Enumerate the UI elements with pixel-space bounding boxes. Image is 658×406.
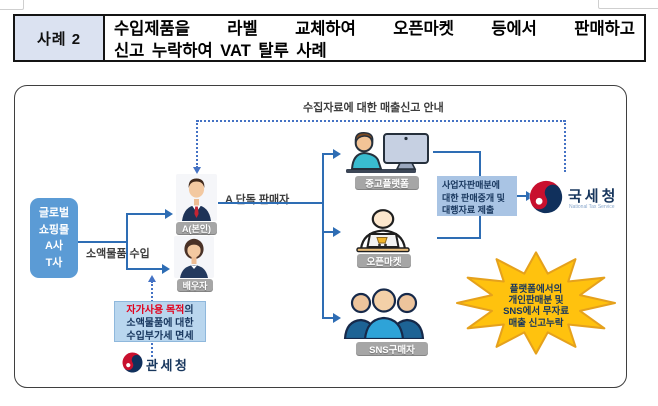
- flow-line: [322, 153, 324, 319]
- sns-buyers-icon: [341, 287, 427, 344]
- customs-logo-icon: [122, 352, 143, 378]
- platform-label: 오픈마켓: [357, 254, 411, 268]
- starburst-line: 플랫폼에서의: [509, 284, 563, 295]
- flow-arrowhead: [333, 313, 341, 323]
- exemption-highlight: 자가사용 목적: [126, 305, 185, 316]
- flow-line: [322, 153, 334, 155]
- seller-card: [176, 174, 217, 221]
- guidance-dotted-line: [197, 120, 565, 122]
- global-mall-box: 글로벌 쇼핑몰 A사 T사: [30, 198, 78, 278]
- exemption-box: 자가사용 목적의 소액물품에 대한 수입부가세 면세: [114, 301, 206, 342]
- woman-avatar-icon: [180, 238, 208, 278]
- starburst-line: SNS에서 무자료: [503, 306, 569, 318]
- case-title-line1: 수입제품을 라벨 교체하여 오픈마켓 등에서 판매하고: [114, 20, 635, 38]
- flow-line: [218, 202, 324, 204]
- import-label: 소액물품 수입: [86, 248, 150, 260]
- report-box-line: 대한 판매중개 및: [442, 192, 505, 203]
- report-box-line: 사업자판매분에: [442, 180, 500, 190]
- global-mall-line: A사: [44, 240, 64, 252]
- nts-subtitle: National Tax Service: [569, 204, 615, 210]
- exemption-line2: 소액물품에 대한: [126, 318, 194, 329]
- flow-line: [322, 231, 334, 233]
- flow-arrowhead: [165, 209, 173, 219]
- exemption-line3: 수입부가세 면세: [126, 331, 194, 342]
- flow-arrowhead: [333, 227, 341, 237]
- flow-line: [433, 151, 481, 153]
- exemption-line1: 자가사용 목적의: [115, 304, 205, 317]
- flow-line: [126, 213, 166, 215]
- starburst-shape: [455, 250, 617, 361]
- flow-arrowhead: [162, 264, 170, 274]
- exemption-suffix: 의: [184, 305, 194, 316]
- nts-logo-icon: [529, 180, 563, 219]
- exemption-dotted-line: [151, 281, 153, 302]
- flow-line: [126, 213, 128, 270]
- starburst-line: 매출 신고누락: [508, 317, 564, 329]
- page-crop-fragment-right: [598, 0, 658, 9]
- diagram-frame: [14, 85, 627, 388]
- flow-line: [517, 195, 527, 197]
- man-avatar-icon: [182, 178, 211, 221]
- spouse-label: 배우자: [177, 279, 213, 292]
- platform-label: 중고플랫폼: [355, 176, 419, 190]
- report-box-line: 대행자료 제출: [442, 205, 495, 216]
- flow-line: [322, 317, 334, 319]
- spouse-card: [174, 236, 214, 278]
- customs-name: 관세청: [146, 358, 190, 373]
- global-mall-line: 글로벌: [38, 207, 70, 219]
- flow-line: [126, 268, 163, 270]
- case-title-line2: 신고 누락하여 VAT 탈루 사례: [114, 41, 327, 60]
- case-number-cell: 사례 2: [15, 16, 105, 60]
- customs-dotted-line: [151, 343, 153, 357]
- starburst-line: 개인판매분 및: [508, 295, 564, 307]
- flow-arrowhead: [333, 149, 341, 159]
- exemption-arrowhead: [147, 275, 156, 282]
- seller-label: A(본인): [176, 222, 217, 235]
- guidance-note: 수집자료에 대한 매출신고 안내: [303, 102, 444, 114]
- case-title: 수입제품을 라벨 교체하여 오픈마켓 등에서 판매하고 신고 누락하여 VAT …: [105, 16, 644, 60]
- report-submission-box: 사업자판매분에 대한 판매중개 및 대행자료 제출: [437, 176, 517, 216]
- platform-label: SNS구매자: [356, 342, 428, 356]
- starburst-text: 플랫폼에서의 개인판매분 및 SNS에서 무자료 매출 신고누락: [480, 284, 592, 329]
- global-mall-line: 쇼핑몰: [38, 223, 70, 236]
- nts-name: 국세청: [568, 188, 619, 205]
- secondhand-platform-icon: [344, 130, 432, 180]
- page-crop-fragment-left: [0, 0, 24, 10]
- flow-line: [78, 241, 128, 243]
- flow-line: [437, 237, 481, 239]
- guidance-dotted-line: [196, 120, 198, 168]
- case-header: 사례 2 수입제품을 라벨 교체하여 오픈마켓 등에서 판매하고 신고 누락하여…: [13, 14, 646, 62]
- guidance-dotted-line: [564, 120, 566, 172]
- global-mall-line: T사: [45, 256, 63, 269]
- guidance-arrowhead: [192, 167, 201, 174]
- sole-seller-label: A 단독 판매자: [225, 194, 290, 206]
- open-market-icon: [351, 209, 415, 258]
